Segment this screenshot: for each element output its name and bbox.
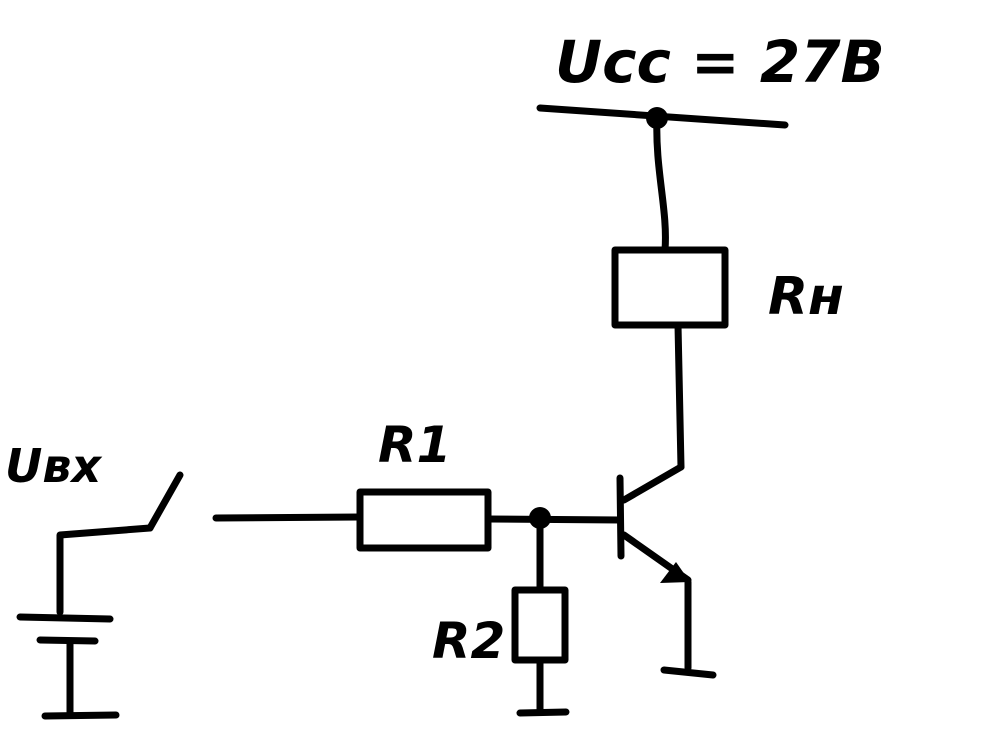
transistor-collector [620,463,685,504]
wire-r1-to-base [484,515,624,524]
wire-source-to-switch [56,524,154,616]
load-resistor-label: Rн [768,267,844,327]
load-resistor [611,246,729,329]
r2-label: R2 [432,612,505,670]
ground-emitter [660,666,717,679]
supply-voltage-label: Uсс = 27В [555,28,885,96]
input-voltage-label: Uвх [5,439,102,493]
battery-long-plate [16,613,114,623]
resistor-r2 [511,586,569,664]
wire-switch-to-r1 [212,513,364,522]
switch-blade [146,471,184,532]
ground-source [41,711,120,720]
r1-label: R1 [378,416,451,474]
wire-supply-to-load [653,114,669,254]
emitter-arrow-icon [660,562,690,583]
wire-load-to-collector [674,321,685,471]
ground-r2 [516,708,570,717]
resistor-r1 [356,488,492,552]
